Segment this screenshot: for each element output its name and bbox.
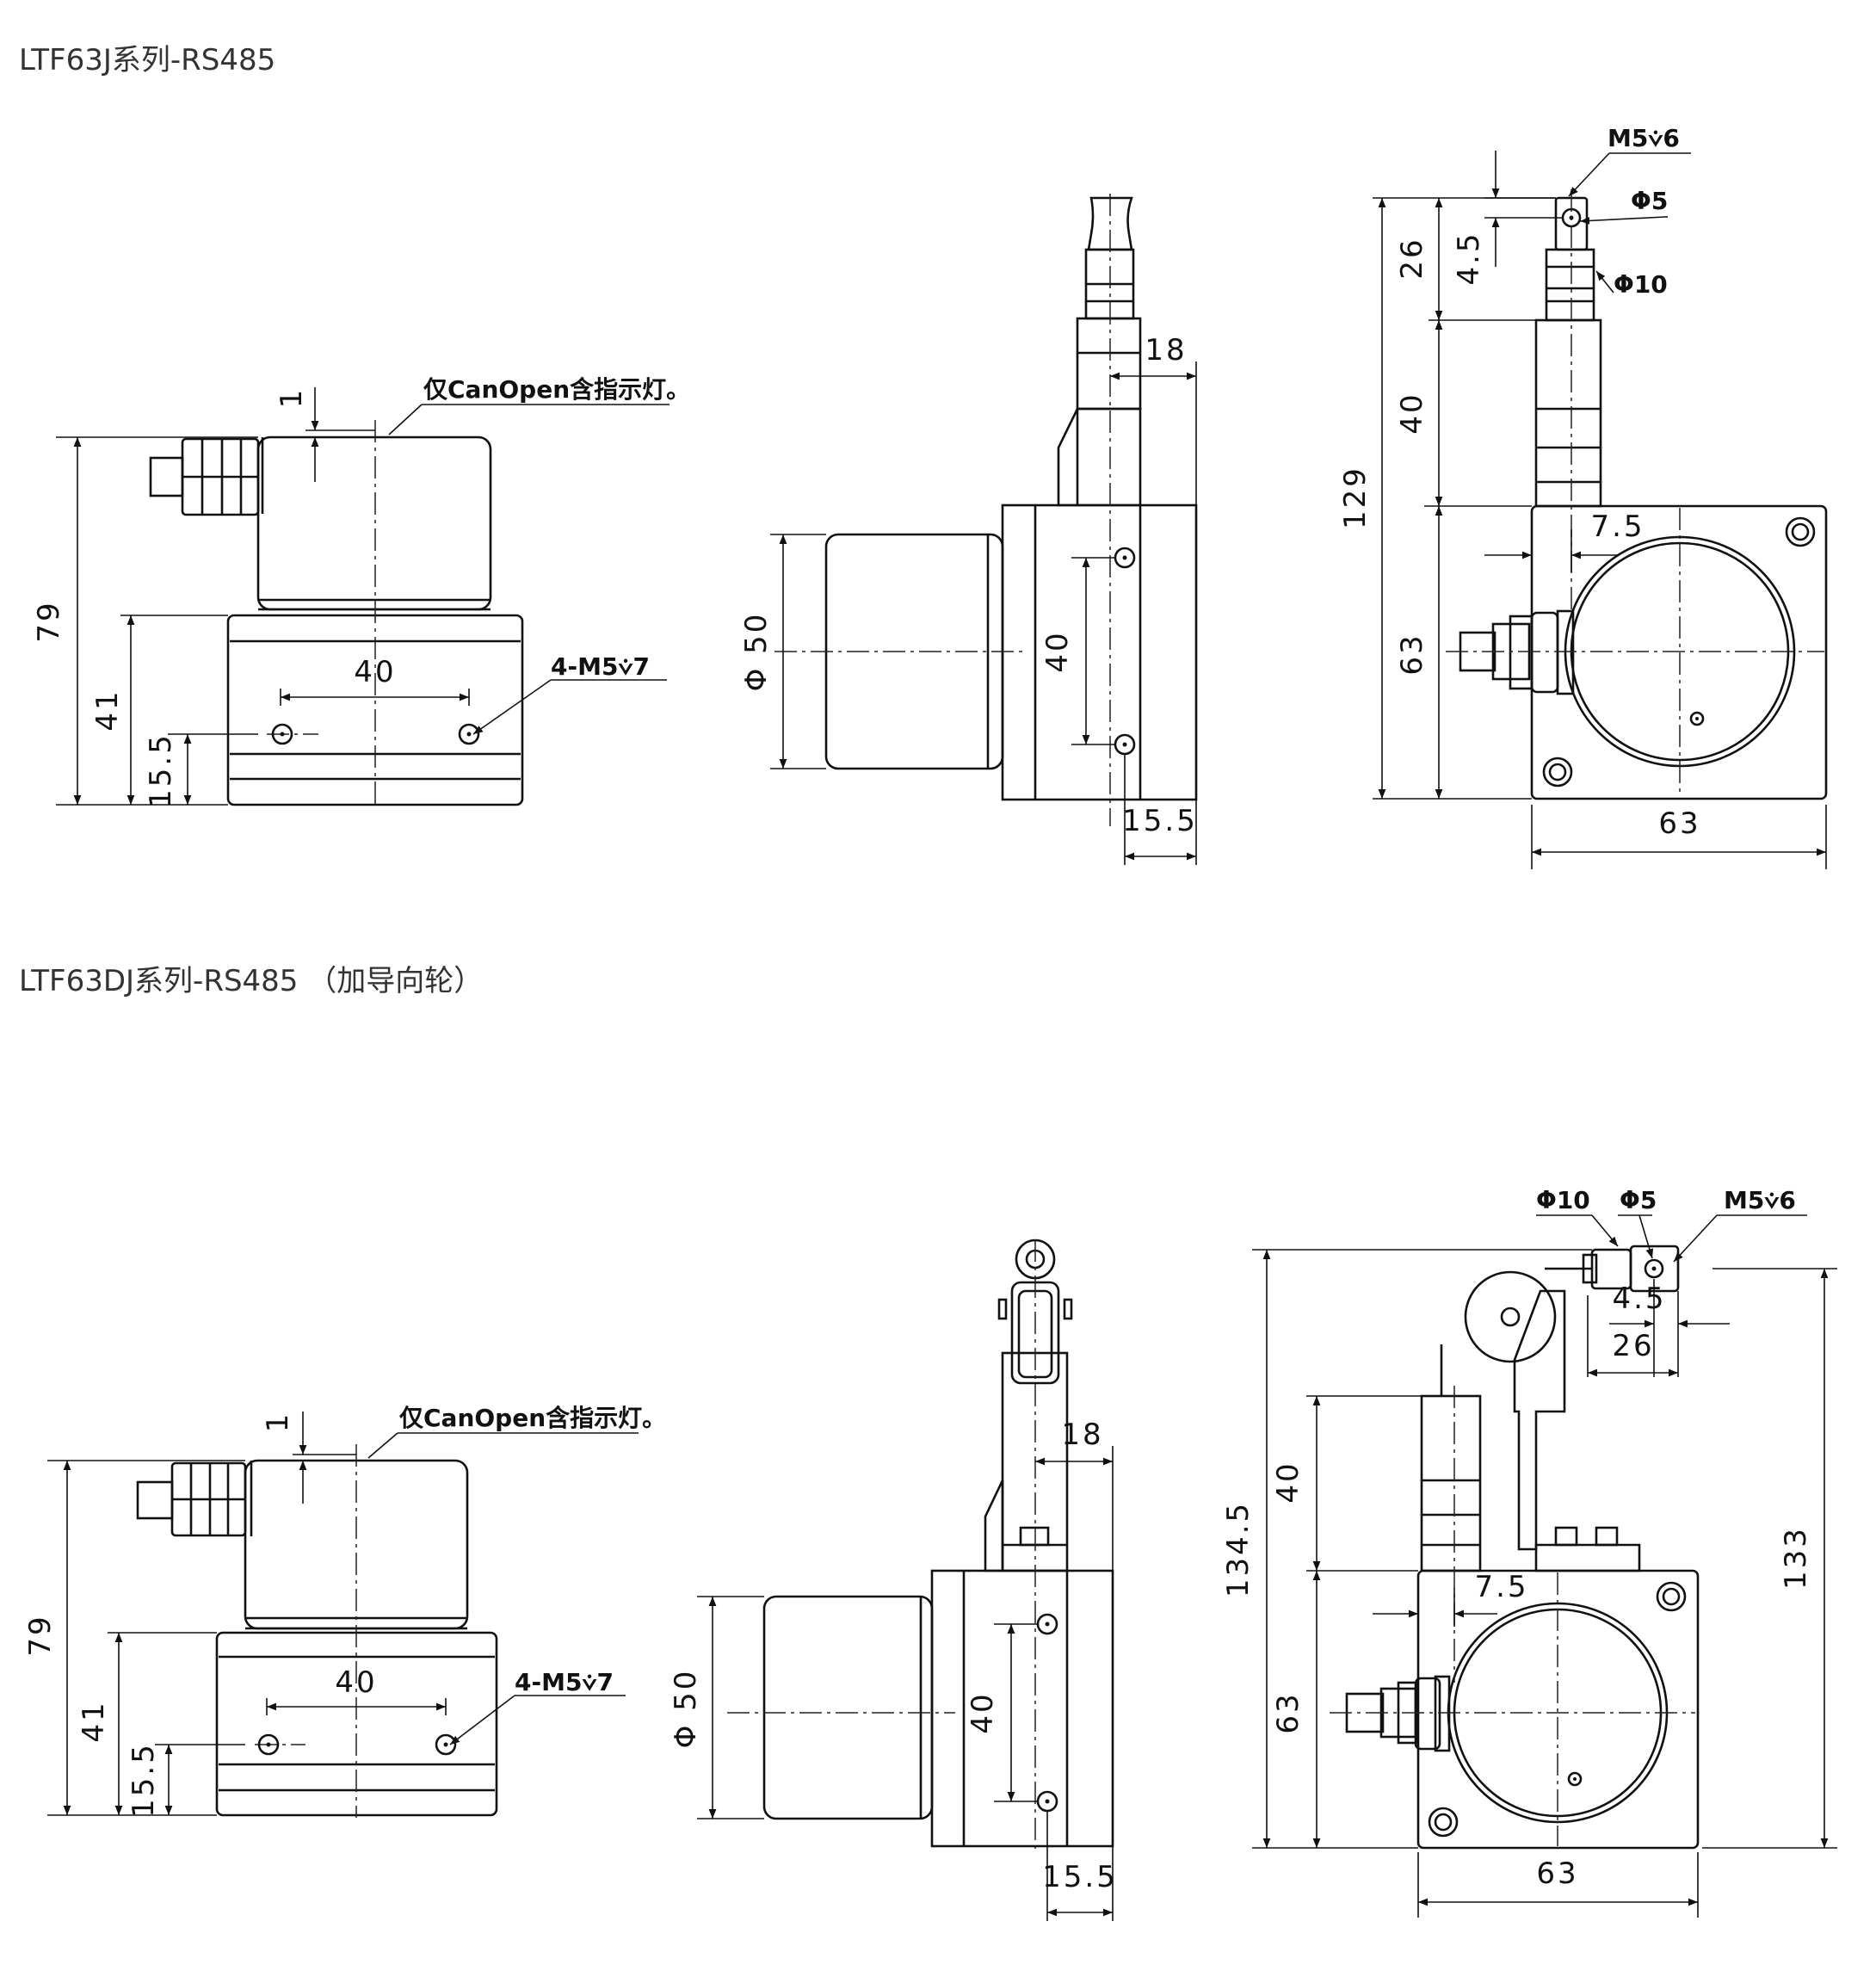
bottom-front-hole-height: 15.5 <box>127 1742 161 1818</box>
bottom-front-base-height: 41 <box>77 1700 111 1742</box>
bottom-clip-length: 26 <box>1612 1329 1654 1363</box>
bottom-rear-body: 63 <box>1271 1691 1305 1733</box>
bottom-side-diameter: Φ 50 <box>669 1669 703 1749</box>
top-side-view: 40 Φ 50 18 15.5 <box>739 194 1198 865</box>
bottom-front-led-note: 仅CanOpen含指示灯。 <box>399 1404 666 1432</box>
bottom-side-view: 40 Φ 50 18 15.5 <box>669 1239 1118 1921</box>
top-rear-body: 63 <box>1395 633 1429 675</box>
bottom-rear-width: 63 <box>1536 1856 1578 1891</box>
bottom-rear-clip-hole-spec: M5⩒6 <box>1724 1186 1796 1214</box>
top-side-depth: 15.5 <box>1122 804 1198 838</box>
top-rear-offset: 7.5 <box>1590 510 1645 544</box>
bottom-side-offset: 18 <box>1061 1418 1103 1452</box>
top-front-gap: 1 <box>275 387 309 409</box>
top-rear-width: 63 <box>1658 806 1700 841</box>
top-base-hole-spec: 4-M5⩒7 <box>551 652 650 681</box>
bottom-rear-total-left: 134.5 <box>1221 1501 1256 1597</box>
top-rear-phi5: Φ5 <box>1631 187 1668 215</box>
bottom-rear-view: 134.5 40 63 133 63 7.5 4.5 26 Φ10 <box>1221 1186 1837 1918</box>
bottom-side-depth: 15.5 <box>1042 1860 1118 1894</box>
bottom-front-hole-spacing: 40 <box>335 1665 377 1700</box>
top-rear-tube: 40 <box>1395 392 1429 434</box>
top-rear-clip-hole-spec: M5⩒6 <box>1608 124 1680 152</box>
top-side-hole-spacing: 40 <box>1040 630 1075 672</box>
top-side-diameter: Φ 50 <box>739 612 774 692</box>
top-rear-clip: 26 <box>1395 237 1429 279</box>
bottom-base-hole-spec: 4-M5⩒7 <box>515 1668 614 1696</box>
bottom-side-hole-spacing: 40 <box>966 1691 1000 1733</box>
bottom-rear-phi10: Φ10 <box>1536 1186 1590 1214</box>
top-front-base-height: 41 <box>90 689 125 731</box>
bottom-front-view: 40 79 41 15.5 1 仅CanOpen含指示灯。 4-M5⩒7 <box>23 1404 666 1818</box>
bottom-clip-hole: 4.5 <box>1612 1282 1666 1316</box>
top-rear-clip-hole: 4.5 <box>1452 231 1486 285</box>
section-title-ltf63dj: LTF63DJ系列-RS485 （加导向轮） <box>19 964 484 998</box>
top-rear-phi10: Φ10 <box>1614 270 1668 299</box>
section-title-ltf63j: LTF63J系列-RS485 <box>19 43 276 77</box>
bottom-rear-total-right: 133 <box>1779 1526 1813 1590</box>
top-front-height: 79 <box>32 600 66 642</box>
bottom-rear-phi5: Φ5 <box>1620 1186 1657 1214</box>
bottom-rear-tube: 40 <box>1271 1461 1305 1503</box>
top-rear-view: 129 26 40 63 4.5 63 7.5 M5⩒6 Φ5 Φ10 <box>1338 124 1828 869</box>
top-front-view: 40 79 41 15.5 1 仅CanOpen含指示灯。 4-M5⩒7 <box>32 375 690 809</box>
top-front-hole-spacing: 40 <box>354 655 396 689</box>
top-front-hole-height: 15.5 <box>144 732 178 808</box>
top-side-offset: 18 <box>1145 333 1187 368</box>
bottom-front-height: 79 <box>23 1614 58 1656</box>
bottom-front-gap: 1 <box>261 1412 295 1433</box>
bottom-rear-offset: 7.5 <box>1474 1570 1528 1604</box>
top-front-led-note: 仅CanOpen含指示灯。 <box>423 375 690 404</box>
top-rear-total: 129 <box>1338 466 1373 529</box>
